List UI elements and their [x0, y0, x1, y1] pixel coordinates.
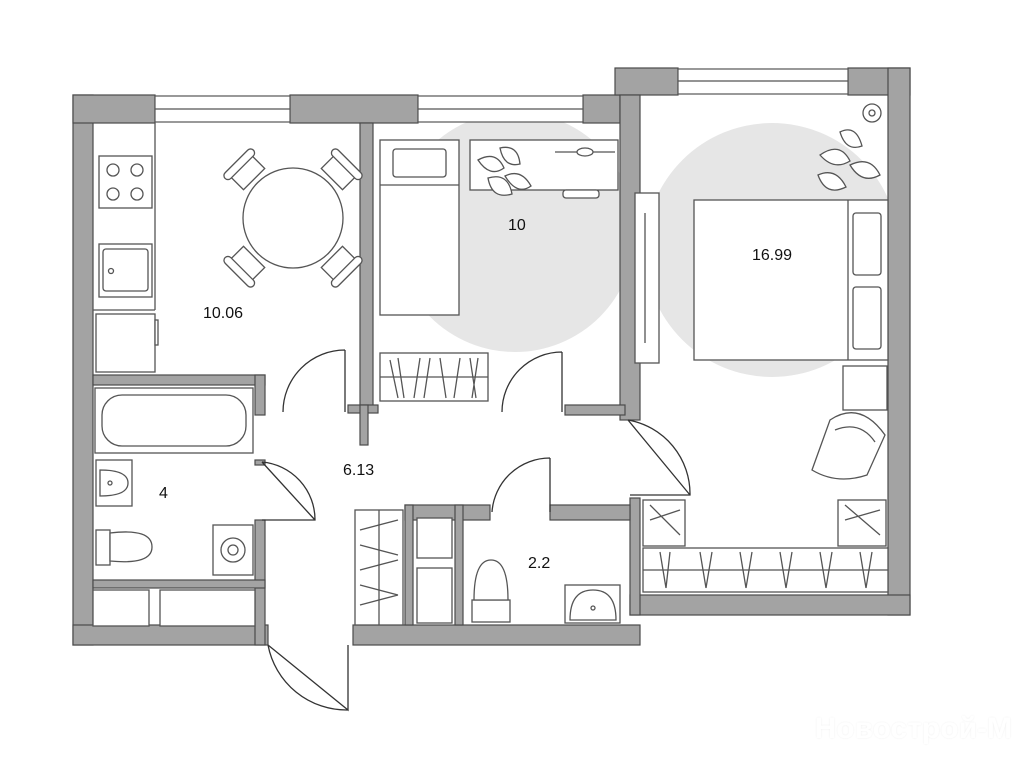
- stove-icon: [98, 155, 153, 209]
- washing-machine-icon: [212, 524, 254, 576]
- door-bedroom-large: [627, 419, 691, 496]
- area-label-bathroom: 4: [159, 485, 168, 502]
- double-bed-icon: [693, 199, 889, 361]
- shelves: [416, 517, 453, 624]
- wardrobe-tall-icon: [634, 192, 660, 364]
- hall-wardrobe-icon: [354, 509, 404, 626]
- storage-boxes: [92, 589, 256, 627]
- plant-icon: [477, 146, 532, 196]
- bathtub-icon: [94, 387, 254, 454]
- armchair-icon: [811, 412, 886, 480]
- door-toilet: [491, 457, 551, 513]
- doors: [261, 349, 691, 712]
- area-label-kitchen: 10.06: [203, 305, 243, 322]
- nightstand-icon: [842, 365, 888, 411]
- windows: [154, 68, 849, 123]
- single-bed-icon: [379, 139, 460, 316]
- window-kitchen: [154, 95, 291, 123]
- toilet-icon: [95, 529, 153, 566]
- window-bedroom-large: [677, 68, 849, 95]
- washbasin-icon: [564, 584, 621, 624]
- area-label-bedroom-small: 10: [508, 217, 526, 234]
- wardrobe-icon: [379, 352, 489, 402]
- toilet-room-furniture: [471, 559, 621, 624]
- kitchen-furniture: [93, 123, 363, 373]
- door-bathroom: [261, 461, 316, 521]
- bedroom-small-furniture: [379, 139, 619, 402]
- dining-table-icon: [223, 148, 363, 288]
- toilet-icon: [471, 559, 511, 623]
- window-bedroom-small: [417, 95, 584, 123]
- lamp-icon: [862, 103, 882, 123]
- sink-icon: [98, 243, 153, 298]
- bedroom-large-furniture: [634, 103, 889, 593]
- storage-shelf-icon: [642, 499, 889, 593]
- plant-icon: [817, 129, 881, 191]
- door-bedroom-small: [501, 351, 563, 413]
- area-label-toilet: 2.2: [528, 555, 550, 572]
- door-kitchen: [282, 349, 346, 413]
- area-labels: 10.06 10 16.99 6.13 4 2.2: [159, 217, 792, 572]
- area-label-hallway: 6.13: [343, 462, 374, 479]
- watermark: Новострой-М: [814, 712, 1012, 745]
- fridge-icon: [95, 313, 159, 373]
- area-label-bedroom-large: 16.99: [752, 247, 792, 264]
- door-entrance: [267, 644, 349, 712]
- washbasin-icon: [95, 459, 133, 507]
- hallway-furniture: [354, 509, 453, 626]
- bathroom-furniture: [92, 387, 256, 627]
- walls: [72, 67, 911, 646]
